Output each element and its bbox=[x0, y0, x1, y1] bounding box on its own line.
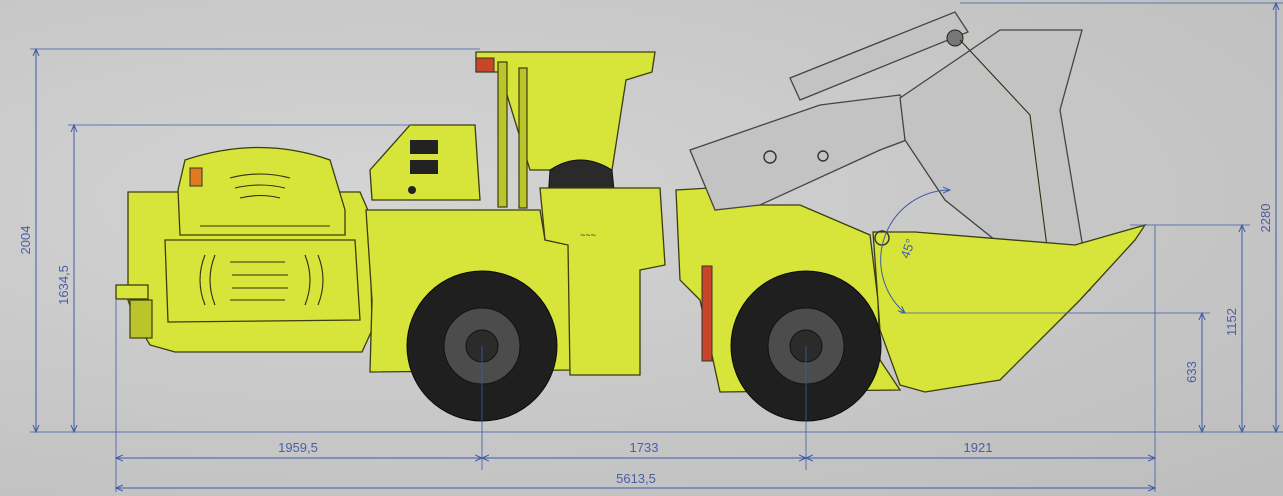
rear-overhang-label: 1959,5 bbox=[278, 440, 318, 455]
drum-vents bbox=[229, 173, 291, 199]
rear-light bbox=[129, 299, 153, 339]
body-height-label: 1634,5 bbox=[56, 265, 71, 305]
bucket-clearance-label: 633 bbox=[1184, 361, 1199, 383]
side-panel-vents bbox=[199, 254, 324, 306]
cylinder-pin bbox=[946, 29, 964, 47]
overall-height-label: 2004 bbox=[18, 226, 33, 255]
gauge-panel-1 bbox=[410, 140, 438, 154]
warning-beacon bbox=[189, 167, 203, 187]
switch-knob bbox=[408, 186, 416, 194]
articulation-frame bbox=[539, 187, 666, 376]
overall-length-label: 5613,5 bbox=[616, 471, 656, 486]
radiator-drum bbox=[177, 146, 346, 236]
loader-machine: ~~~ bbox=[115, 11, 1147, 422]
dump-angle-arc bbox=[880, 190, 950, 313]
rear-bumper bbox=[115, 284, 149, 300]
wheelbase-label: 1733 bbox=[630, 440, 659, 455]
raised-bucket-height-label: 2280 bbox=[1258, 204, 1273, 233]
gauge-panel-2 bbox=[410, 160, 438, 174]
hydraulic-line bbox=[701, 265, 713, 362]
dump-angle-label: 45° bbox=[897, 237, 918, 261]
svg-text:~~~: ~~~ bbox=[580, 230, 596, 240]
lift-cylinder bbox=[789, 11, 969, 101]
front-overhang-label: 1921 bbox=[964, 440, 993, 455]
cab-light bbox=[475, 57, 495, 73]
lift-arm bbox=[689, 94, 921, 211]
canopy-post-rear bbox=[497, 61, 508, 208]
canopy-post-mid bbox=[518, 67, 528, 209]
dimension-annotations: 2004 1634,5 2280 1152 633 1959,5 1733 19… bbox=[18, 3, 1283, 492]
engine-side-panel bbox=[164, 239, 361, 323]
bucket-pin-height-label: 1152 bbox=[1224, 308, 1239, 336]
